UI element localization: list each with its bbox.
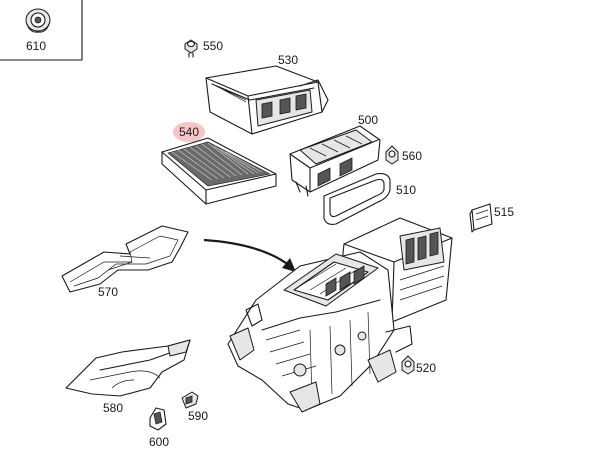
part-610-label: 610 — [26, 39, 46, 53]
part-520-label: 520 — [416, 361, 436, 375]
part-500-label: 500 — [358, 113, 378, 127]
assembly-arrow — [203, 238, 296, 272]
part-600-icon — [149, 407, 167, 431]
part-515[interactable]: 515 — [469, 203, 514, 233]
part-515-icon — [469, 203, 493, 233]
part-510-label: 510 — [396, 183, 416, 197]
part-510[interactable]: 510 — [323, 173, 416, 225]
part-520[interactable]: 520 — [401, 355, 436, 375]
part-540[interactable]: 540 — [161, 122, 277, 205]
part-560[interactable]: 560 — [385, 145, 422, 165]
part-500-icon — [289, 125, 381, 197]
part-570[interactable]: 570 — [61, 225, 189, 299]
part-570-icon — [61, 225, 189, 293]
part-610-icon — [25, 8, 51, 33]
part-510-icon — [323, 173, 391, 225]
part-580[interactable]: 580 — [65, 339, 191, 415]
part-530-icon — [205, 65, 329, 135]
part-590[interactable]: 590 — [181, 391, 208, 423]
part-550-icon — [184, 39, 198, 58]
part-530-label: 530 — [278, 53, 298, 67]
part-550[interactable]: 550 — [184, 39, 223, 58]
part-600-label: 600 — [149, 435, 169, 449]
part-540-icon — [161, 137, 277, 205]
part-540-highlight — [173, 122, 205, 142]
part-610[interactable]: 610 — [0, 0, 83, 61]
part-590-label: 590 — [188, 409, 208, 423]
part-590-icon — [181, 391, 199, 409]
part-500[interactable]: 500 — [289, 113, 381, 197]
hvac-housing[interactable] — [227, 217, 453, 413]
part-530[interactable]: 530 — [205, 53, 329, 135]
part-570-label: 570 — [98, 285, 118, 299]
part-520-icon — [401, 355, 415, 375]
part-580-icon — [65, 339, 191, 397]
part-560-icon — [385, 145, 399, 165]
hvac-housing-icon — [227, 217, 453, 413]
part-515-label: 515 — [494, 205, 514, 219]
part-560-label: 560 — [402, 149, 422, 163]
part-550-label: 550 — [203, 39, 223, 53]
part-540-label: 540 — [179, 125, 199, 139]
part-600[interactable]: 600 — [149, 407, 169, 449]
part-580-label: 580 — [103, 401, 123, 415]
